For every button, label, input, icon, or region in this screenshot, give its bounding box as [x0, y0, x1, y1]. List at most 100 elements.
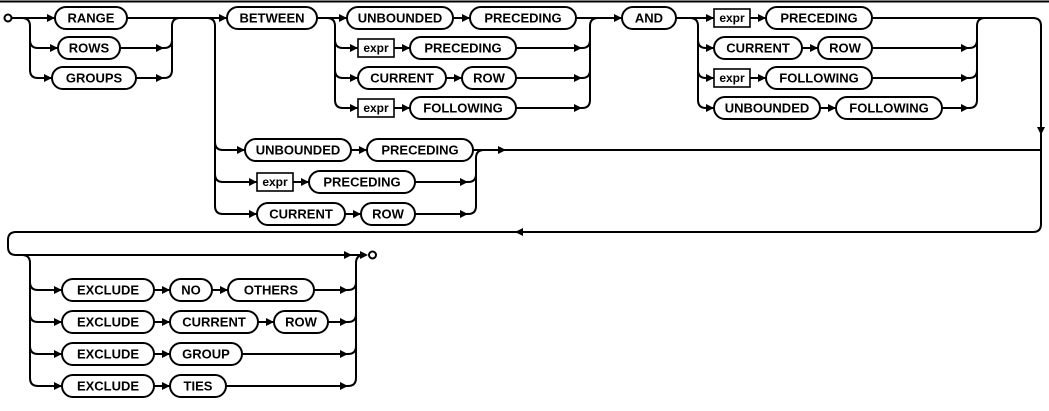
- pill-shape: [409, 96, 517, 120]
- pill-shape: [346, 6, 454, 30]
- arrow-right-icon: [402, 44, 410, 52]
- keyword-label: ROWS: [69, 41, 110, 56]
- keyword-label: FOLLOWING: [423, 101, 502, 116]
- keyword-row-4: ROW: [273, 310, 329, 334]
- arrow-right-icon: [828, 104, 836, 112]
- pill-shape: [227, 278, 315, 302]
- keyword-label: PRECEDING: [323, 175, 400, 190]
- keyword-label: ROW: [829, 41, 862, 56]
- arrow-right-icon: [360, 251, 368, 259]
- keyword-between: BETWEEN: [226, 6, 318, 30]
- nonterminal-expr-1[interactable]: expr: [357, 38, 395, 58]
- nonterminal-label: expr: [719, 71, 745, 85]
- keyword-row-2: ROW: [817, 36, 873, 60]
- keyword-exclude-3: EXCLUDE: [61, 342, 155, 366]
- keyword-row-1: ROW: [461, 66, 517, 90]
- nonterminal-label: expr: [262, 175, 288, 189]
- nonterminal-expr-4[interactable]: expr: [713, 68, 751, 88]
- pill-shape: [226, 6, 318, 30]
- arrow-right-icon: [220, 286, 228, 294]
- keyword-label: EXCLUDE: [77, 315, 139, 330]
- arrow-right-icon: [574, 104, 582, 112]
- arrow-right-icon: [249, 178, 257, 186]
- keyword-current-1: CURRENT: [357, 66, 447, 90]
- arrow-right-icon: [54, 350, 62, 358]
- pill-shape: [469, 6, 577, 30]
- keyword-range: RANGE: [54, 6, 128, 30]
- keyword-label: UNBOUNDED: [256, 143, 341, 158]
- nonterminal-box: [256, 172, 294, 192]
- keyword-label: FOLLOWING: [779, 71, 858, 86]
- pill-shape: [835, 96, 943, 120]
- arrow-right-icon: [44, 74, 52, 82]
- keyword-label: CURRENT: [269, 207, 333, 222]
- end-terminal: [368, 250, 377, 260]
- arrow-right-icon: [50, 44, 58, 52]
- keyword-label: GROUPS: [66, 71, 123, 86]
- arrow-right-icon: [462, 14, 470, 22]
- arrow-right-icon: [574, 44, 582, 52]
- pill-shape: [169, 374, 227, 398]
- arrow-right-icon: [340, 318, 348, 326]
- keyword-label: EXCLUDE: [77, 379, 139, 394]
- pill-shape: [244, 138, 352, 162]
- pill-shape: [61, 310, 155, 334]
- pill-shape: [461, 66, 517, 90]
- keyword-preceding-1: PRECEDING: [469, 6, 577, 30]
- arrow-right-icon: [54, 286, 62, 294]
- pill-shape: [61, 278, 155, 302]
- nonterminal-label: expr: [719, 11, 745, 25]
- keyword-and: AND: [621, 6, 677, 30]
- keyword-label: AND: [635, 11, 663, 26]
- keyword-following-1: FOLLOWING: [409, 96, 517, 120]
- arrow-right-icon: [454, 74, 462, 82]
- arrow-right-icon: [54, 318, 62, 326]
- keyword-preceding-5: PRECEDING: [308, 170, 416, 194]
- arrow-right-icon: [350, 44, 358, 52]
- keyword-label: UNBOUNDED: [725, 101, 810, 116]
- keyword-label: UNBOUNDED: [358, 11, 443, 26]
- nonterminal-expr-2[interactable]: expr: [357, 98, 395, 118]
- pill-shape: [713, 96, 821, 120]
- keyword-exclude-1: EXCLUDE: [61, 278, 155, 302]
- keyword-label: BETWEEN: [240, 11, 305, 26]
- arrow-right-icon: [249, 210, 257, 218]
- arrow-right-icon: [301, 178, 309, 186]
- arrow-right-icon: [810, 44, 818, 52]
- pill-shape: [273, 310, 329, 334]
- keyword-preceding-4: PRECEDING: [366, 138, 474, 162]
- arrow-right-icon: [961, 74, 969, 82]
- start-terminal: [3, 13, 13, 23]
- arrow-right-icon: [498, 146, 506, 154]
- keyword-row-3: ROW: [360, 202, 416, 226]
- keyword-unbounded-2: UNBOUNDED: [713, 96, 821, 120]
- arrow-right-icon: [758, 14, 766, 22]
- pill-shape: [366, 138, 474, 162]
- arrow-right-icon: [706, 44, 714, 52]
- arrow-right-icon: [344, 251, 352, 259]
- nonterminal-expr-3[interactable]: expr: [713, 8, 751, 28]
- keyword-label: PRECEDING: [484, 11, 561, 26]
- keyword-preceding-2: PRECEDING: [409, 36, 517, 60]
- keyword-current-4: CURRENT: [169, 310, 259, 334]
- pill-shape: [765, 6, 873, 30]
- arrow-right-icon: [574, 74, 582, 82]
- arrow-right-icon: [706, 104, 714, 112]
- pill-shape: [51, 66, 137, 90]
- keyword-label: ROW: [372, 207, 405, 222]
- nonterminal-box: [713, 8, 751, 28]
- nonterminal-expr-5[interactable]: expr: [256, 172, 294, 192]
- keyword-label: ROW: [285, 315, 318, 330]
- pill-shape: [713, 36, 803, 60]
- keyword-unbounded-3: UNBOUNDED: [244, 138, 352, 162]
- keyword-label: OTHERS: [244, 283, 299, 298]
- arrow-right-icon: [266, 318, 274, 326]
- arrow-right-icon: [706, 14, 714, 22]
- arrow-right-icon: [339, 14, 347, 22]
- keyword-current-3: CURRENT: [256, 202, 346, 226]
- arrow-right-icon: [758, 74, 766, 82]
- arrow-right-icon: [54, 382, 62, 390]
- keyword-group: GROUP: [169, 342, 243, 366]
- nonterminal-box: [713, 68, 751, 88]
